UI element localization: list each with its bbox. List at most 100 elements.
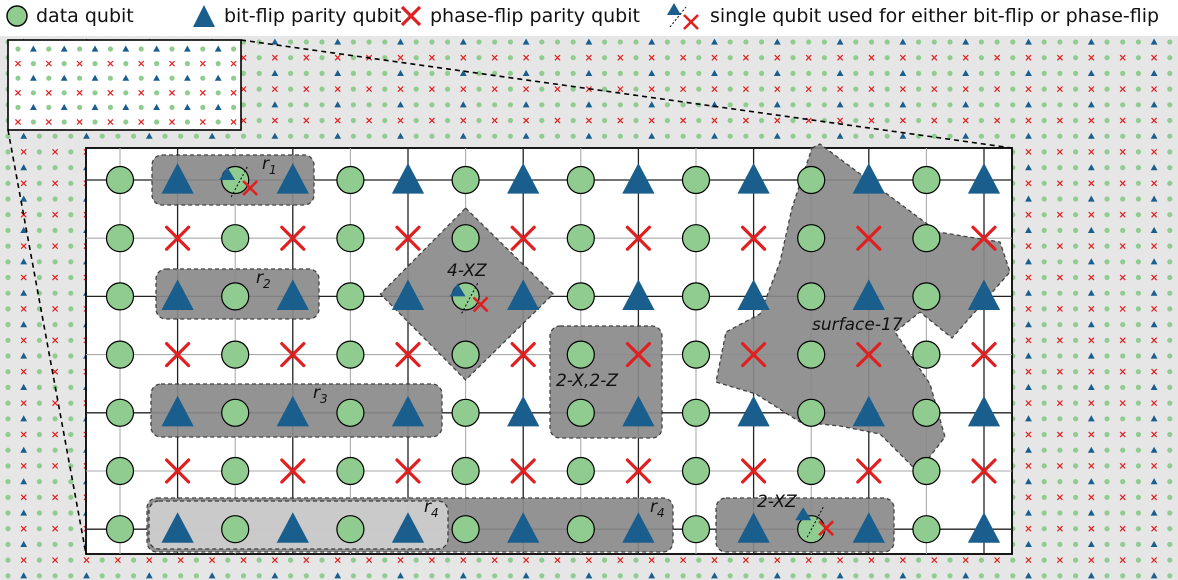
bg-phaseflip-mark <box>491 557 498 564</box>
bg-data-dot <box>445 70 451 76</box>
inset-data <box>215 119 221 125</box>
bg-data-dot <box>696 557 702 563</box>
bg-phaseflip-mark <box>209 557 216 564</box>
bg-phaseflip-mark <box>1119 86 1126 93</box>
inset-data <box>123 61 129 67</box>
inset-data <box>169 75 175 81</box>
bg-data-dot <box>821 133 828 139</box>
inset-phaseflip <box>107 60 114 67</box>
inset-bitflip <box>153 103 160 110</box>
bg-data-dot <box>319 70 325 76</box>
bg-data-dot <box>350 39 356 45</box>
bg-data-dot <box>821 70 828 76</box>
bg-phaseflip-mark <box>20 243 27 250</box>
bg-phaseflip-mark <box>52 525 59 532</box>
inset-bitflip <box>122 74 130 81</box>
bg-data-dot <box>36 510 43 516</box>
bg-data-dot <box>1041 149 1047 155</box>
bg-phaseflip-mark <box>742 117 749 124</box>
bg-data-dot <box>1073 86 1079 92</box>
bg-phaseflip-mark <box>837 117 844 124</box>
inset-phaseflip <box>138 118 145 126</box>
bg-data-dot <box>193 573 199 579</box>
bg-bitflip-mark <box>522 38 530 45</box>
bg-data-dot <box>978 39 985 45</box>
bg-data-dot <box>36 479 43 485</box>
bg-phaseflip-mark <box>1025 148 1032 155</box>
bg-data-dot <box>445 133 451 139</box>
bg-phaseflip-mark <box>1119 117 1126 124</box>
data-qubit <box>105 340 135 369</box>
bg-data-dot <box>1167 70 1173 76</box>
bg-data-dot <box>429 102 435 108</box>
bg-data-dot <box>759 117 765 124</box>
bg-data-dot <box>1167 431 1173 438</box>
bg-phaseflip-mark <box>1119 54 1126 61</box>
bg-data-dot <box>853 573 859 579</box>
bg-data-dot <box>1120 322 1126 328</box>
bg-phaseflip-mark <box>648 557 655 564</box>
bg-phaseflip-mark <box>1056 305 1063 312</box>
bit-flip-qubit <box>276 395 309 427</box>
bg-data-dot <box>743 133 749 139</box>
data-qubit <box>681 165 711 195</box>
data-qubit <box>797 282 826 311</box>
bg-data-dot <box>1041 526 1047 532</box>
bg-data-dot <box>36 227 43 233</box>
bg-data-dot <box>1057 384 1063 390</box>
inset-phaseflip <box>76 118 83 126</box>
bg-data-dot <box>492 133 498 139</box>
bg-data-dot <box>916 55 922 61</box>
bg-bitflip-mark <box>334 101 342 108</box>
bg-bitflip-mark <box>20 352 28 359</box>
bit-flip-qubit <box>507 163 540 194</box>
phase-flip-qubit <box>280 342 306 368</box>
bg-data-dot <box>52 447 58 453</box>
data-qubit <box>451 398 480 427</box>
phase-flip-qubit <box>280 458 306 484</box>
bg-data-dot <box>68 400 74 406</box>
inset-data <box>107 75 113 81</box>
bg-data-dot <box>1167 384 1173 390</box>
bg-phaseflip-mark <box>1151 274 1158 281</box>
bg-data-dot <box>759 573 765 579</box>
bit-flip-qubit <box>737 512 770 543</box>
bg-data-dot <box>978 70 985 76</box>
bg-data-dot <box>1041 337 1047 343</box>
data-qubit <box>451 340 480 369</box>
bg-bitflip-mark <box>1025 352 1032 359</box>
bg-data-dot <box>1135 353 1141 359</box>
inset-data <box>154 90 160 96</box>
bg-data-dot <box>806 39 812 45</box>
bg-data-dot <box>5 369 11 375</box>
inset-data <box>138 104 144 110</box>
bg-bitflip-mark <box>522 572 530 579</box>
bg-data-dot <box>1010 70 1016 76</box>
bg-phaseflip-mark <box>271 86 278 93</box>
bg-phaseflip-mark <box>711 117 718 124</box>
bg-data-dot <box>617 102 623 108</box>
bg-phaseflip-mark <box>1119 148 1126 155</box>
bg-phaseflip-mark <box>1056 337 1063 344</box>
bg-bitflip-mark <box>397 38 404 45</box>
inset-phaseflip <box>199 89 206 96</box>
bg-phaseflip-mark <box>1119 462 1126 469</box>
bg-data-dot <box>931 39 937 45</box>
inset-phaseflip <box>138 60 145 67</box>
label-4xz: 4-XZ <box>447 261 487 281</box>
bg-phaseflip-mark <box>523 86 530 93</box>
bg-data-dot <box>1135 180 1141 186</box>
bg-bitflip-mark <box>773 38 781 45</box>
bg-data-dot <box>759 102 765 108</box>
bg-data-dot <box>1041 479 1047 485</box>
bg-phaseflip-mark <box>428 117 435 124</box>
bg-phaseflip-mark <box>1151 211 1158 218</box>
bg-data-dot <box>1120 165 1126 171</box>
bg-phaseflip-mark <box>774 86 781 93</box>
bg-data-dot <box>1167 526 1173 532</box>
inset-bitflip <box>122 103 130 110</box>
bg-phaseflip-mark <box>366 86 373 93</box>
bg-data-dot <box>1135 463 1141 469</box>
bg-data-dot <box>633 573 639 579</box>
bg-phaseflip-mark <box>648 86 655 93</box>
